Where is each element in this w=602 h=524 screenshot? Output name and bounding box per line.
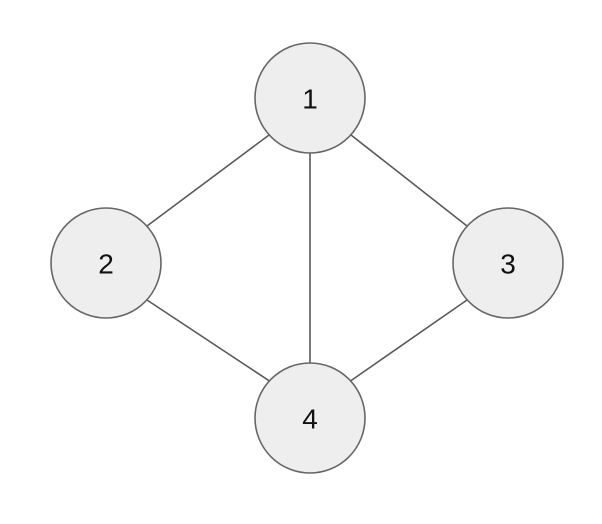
node-1-label: 1: [302, 84, 318, 115]
edge-3-4[interactable]: [348, 299, 468, 383]
node-1-circle[interactable]: [254, 42, 366, 154]
edge-1-3[interactable]: [350, 134, 468, 227]
node-layer: 1 2 3 4: [50, 42, 564, 474]
node-2-circle[interactable]: [50, 207, 162, 319]
node-3-label: 3: [500, 249, 516, 280]
node-2-label: 2: [98, 249, 114, 280]
node-4-label: 4: [302, 404, 318, 435]
node-4-circle[interactable]: [254, 362, 366, 474]
graph-node-1[interactable]: 1: [254, 42, 366, 154]
edge-2-4[interactable]: [146, 299, 272, 383]
graph-node-3[interactable]: 3: [452, 207, 564, 319]
edge-1-2[interactable]: [146, 134, 270, 227]
edge-layer: [146, 134, 468, 383]
node-3-circle[interactable]: [452, 207, 564, 319]
graph-node-2[interactable]: 2: [50, 207, 162, 319]
graph-node-4[interactable]: 4: [254, 362, 366, 474]
